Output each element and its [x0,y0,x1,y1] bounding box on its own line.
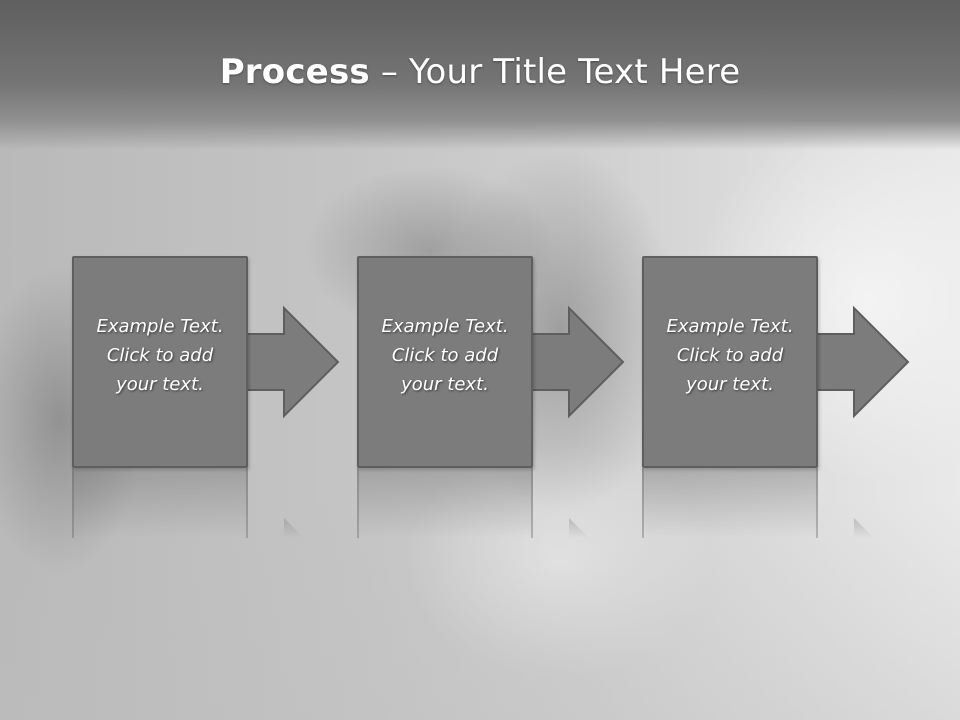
step-box[interactable]: Example Text. Click to add your text. [357,256,533,468]
step-box[interactable]: Example Text. Click to add your text. [72,256,248,468]
title-band [0,0,960,150]
arrow-right-icon [811,305,910,419]
background-shade [0,500,960,720]
process-step-3: Example Text. Click to add your text. [642,256,960,468]
process-step-1: Example Text. Click to add your text. [72,256,422,468]
step-box[interactable]: Example Text. Click to add your text. [642,256,818,468]
step-text-line: Click to add [676,345,784,366]
step-reflection [357,468,533,538]
step-text-line: Example Text. [381,316,509,337]
process-step-2: Example Text. Click to add your text. [357,256,707,468]
title-bold-part: Process [219,52,370,92]
step-text-line: Click to add [106,345,214,366]
step-reflection [642,468,818,538]
title-rest-part: – Your Title Text Here [369,52,741,92]
arrow-right-icon [241,305,340,419]
step-text[interactable]: Example Text. Click to add your text. [644,312,816,399]
step-text-line: your text. [401,374,489,395]
step-text-line: your text. [116,374,204,395]
step-text-line: Example Text. [666,316,794,337]
step-text[interactable]: Example Text. Click to add your text. [359,312,531,399]
step-reflection [72,468,248,538]
step-text-line: Click to add [391,345,499,366]
slide-title[interactable]: Process – Your Title Text Here [0,52,960,92]
step-text-line: your text. [686,374,774,395]
step-text[interactable]: Example Text. Click to add your text. [74,312,246,399]
step-text-line: Example Text. [96,316,224,337]
arrow-right-icon [526,305,625,419]
